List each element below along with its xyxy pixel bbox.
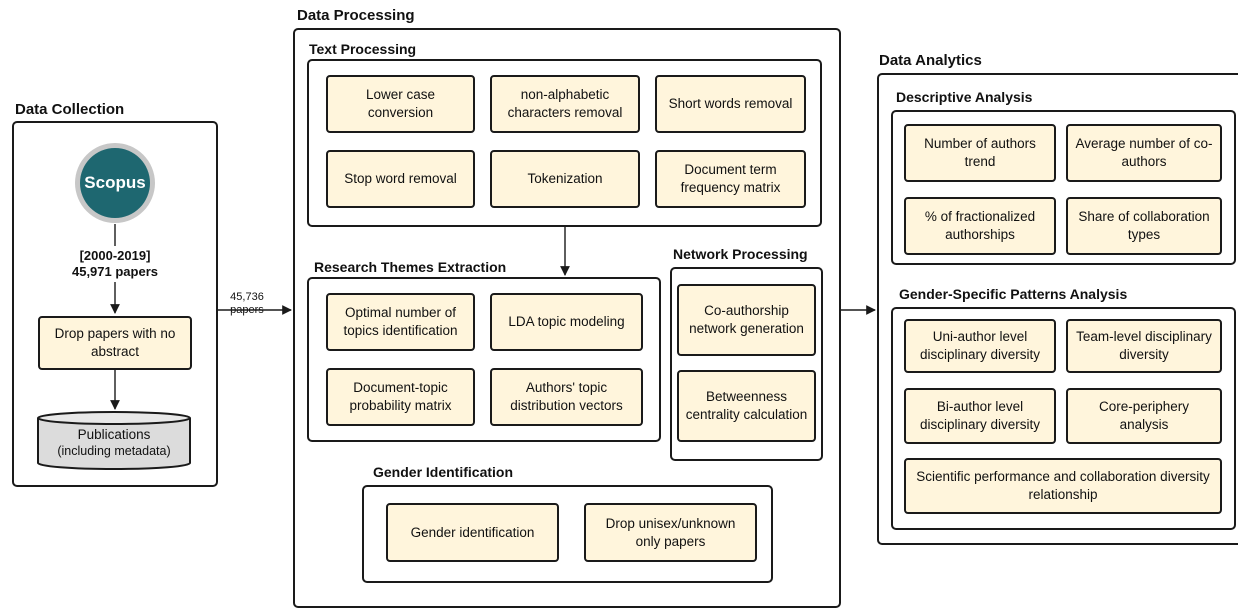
non-alphabetic-removal-box: non-alphabetic characters removal (490, 75, 640, 133)
descriptive-analysis-title: Descriptive Analysis (896, 89, 1033, 105)
flow-arrows (110, 224, 876, 410)
years-range: [2000-2019] (79, 248, 151, 263)
papers-count: 45,971 papers (71, 264, 158, 279)
lowercase-conversion-box: Lower case conversion (326, 75, 475, 133)
drop-no-abstract-box: Drop papers with no abstract (38, 316, 192, 370)
gender-patterns-title: Gender-Specific Patterns Analysis (899, 286, 1128, 302)
optimal-topics-box: Optimal number of topics identification (326, 293, 475, 351)
stop-word-removal-box: Stop word removal (326, 150, 475, 208)
avg-coauthors-box: Average number of co-authors (1066, 124, 1222, 182)
data-analytics-title: Data Analytics (879, 52, 982, 69)
document-topic-matrix-box: Document-topic probability matrix (326, 368, 475, 426)
scopus-logo: Scopus (75, 143, 155, 223)
coauthorship-network-box: Co-authorship network generation (677, 284, 816, 356)
publications-label-line1: Publications (77, 427, 151, 442)
publications-label: Publications (including metadata) (37, 426, 191, 460)
scopus-logo-text: Scopus (80, 148, 150, 218)
publications-database (37, 411, 191, 470)
data-processing-title: Data Processing (297, 7, 415, 24)
data-collection-title: Data Collection (15, 101, 125, 118)
bi-author-diversity-box: Bi-author level disciplinary diversity (904, 388, 1056, 444)
transfer-count: 45,736 (230, 291, 264, 303)
gender-identification-box: Gender identification (386, 503, 559, 562)
betweenness-centrality-box: Betweenness centrality calculation (677, 370, 816, 442)
authors-trend-box: Number of authors trend (904, 124, 1056, 182)
lda-topic-modeling-box: LDA topic modeling (490, 293, 643, 351)
fractionalized-authorships-box: % of fractionalized authorships (904, 197, 1056, 255)
short-words-removal-box: Short words removal (655, 75, 806, 133)
text-processing-title: Text Processing (309, 41, 417, 57)
drop-unisex-box: Drop unisex/unknown only papers (584, 503, 757, 562)
research-themes-title: Research Themes Extraction (314, 259, 507, 275)
collaboration-types-box: Share of collaboration types (1066, 197, 1222, 255)
document-term-matrix-box: Document term frequency matrix (655, 150, 806, 208)
core-periphery-box: Core-periphery analysis (1066, 388, 1222, 444)
team-level-diversity-box: Team-level disciplinary diversity (1066, 319, 1222, 373)
gender-identification-title: Gender Identification (373, 464, 514, 480)
uni-author-diversity-box: Uni-author level disciplinary diversity (904, 319, 1056, 373)
publications-label-line2: (including metadata) (57, 444, 171, 458)
author-topic-vectors-box: Authors' topic distribution vectors (490, 368, 643, 426)
tokenization-box: Tokenization (490, 150, 640, 208)
network-processing-title: Network Processing (673, 246, 808, 262)
performance-diversity-box: Scientific performance and collaboration… (904, 458, 1222, 514)
